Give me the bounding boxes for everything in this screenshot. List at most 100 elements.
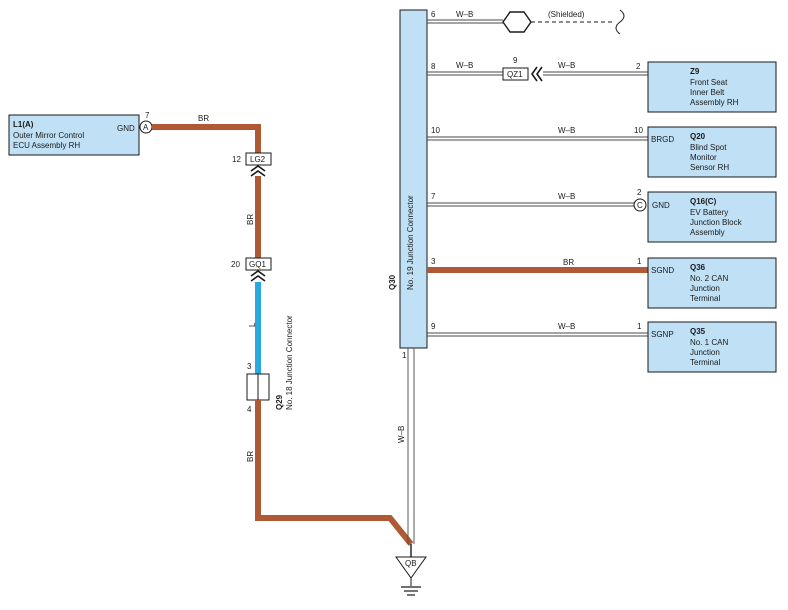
component-q30-box — [399, 9, 428, 349]
component-q36-box — [647, 257, 777, 309]
component-l1-line1: Outer Mirror Control — [13, 131, 84, 140]
wire-pin8-left-label: W–B — [456, 61, 473, 70]
component-q35-line1: No. 1 CAN — [690, 338, 728, 347]
component-q35-pin: 1 — [637, 322, 642, 331]
component-q29: 3 4 Q29 No. 18 Junction Connector — [246, 315, 294, 414]
component-q36-line2: Junction — [690, 284, 720, 293]
component-q16-pin: 2 — [637, 188, 642, 197]
wire-pin7-label: W–B — [558, 192, 575, 201]
component-z9-pin: 2 — [636, 62, 641, 71]
component-q20: BRGD Q20 Blind Spot Monitor Sensor RH — [647, 126, 777, 178]
component-q16-line1: EV Battery — [690, 208, 728, 217]
component-q36-pin: 1 — [637, 257, 642, 266]
component-q20-terminal: BRGD — [651, 135, 674, 144]
wire-pin6-line — [427, 19, 503, 24]
component-q16-id: Q16(C) — [690, 197, 717, 206]
component-q29-desc: No. 18 Junction Connector — [285, 315, 294, 410]
wire-pin10-label: W–B — [558, 126, 575, 135]
component-q30: Q30 No. 19 Junction Connector — [388, 9, 428, 349]
component-q20-line1: Blind Spot — [690, 143, 727, 152]
wire-pin6: 6 W–B (Shielded) — [427, 9, 625, 35]
wire-pin8-right — [543, 71, 648, 76]
component-q16-line3: Assembly — [690, 228, 725, 237]
ground-marker-a-label: A — [143, 123, 149, 132]
component-q29-pin-bottom: 4 — [247, 405, 252, 414]
component-q35-line2: Junction — [690, 348, 720, 357]
wire-pin10: 10 W–B 10 — [427, 126, 648, 141]
wire-pin8-right-label: W–B — [558, 61, 575, 70]
component-z9-line1: Front Seat — [690, 78, 728, 87]
component-l1: L1(A) Outer Mirror Control ECU Assembly … — [8, 111, 153, 156]
q30-pin-3: 3 — [431, 257, 436, 266]
component-l1-pin: 7 — [145, 111, 150, 120]
component-q36-id: Q36 — [690, 263, 706, 272]
wire-q29-ground — [255, 400, 414, 546]
component-q35: SGNP Q35 No. 1 CAN Junction Terminal — [647, 321, 777, 373]
wire-pin9-label: W–B — [558, 322, 575, 331]
component-z9-line2: Inner Belt — [690, 88, 725, 97]
inline-connector-gq1-box — [245, 257, 272, 271]
inline-connector-lg2-box — [245, 152, 272, 166]
wire-pin3: 3 BR 1 — [427, 257, 648, 273]
component-q20-box — [647, 126, 777, 178]
component-q30-desc: No. 19 Junction Connector — [406, 195, 415, 290]
component-q16: GND Q16(C) EV Battery Junction Block Ass… — [647, 191, 777, 243]
inline-connector-qz1-id: QZ1 — [507, 70, 523, 79]
ground-marker-c — [633, 198, 647, 212]
wire-pin10-line — [427, 136, 648, 141]
wire-pin9: 9 W–B 1 — [427, 322, 648, 337]
component-q36-terminal: SGND — [651, 266, 674, 275]
component-q35-line3: Terminal — [690, 358, 720, 367]
wire-pin8: 8 W–B QZ1 9 W–B 2 — [427, 56, 648, 82]
chevron-left-icon — [531, 66, 543, 82]
shield-label: (Shielded) — [548, 10, 585, 19]
component-q35-id: Q35 — [690, 327, 706, 336]
component-q20-pin: 10 — [634, 126, 643, 135]
wire-q30-ground — [407, 348, 415, 544]
wire-lg2-gq1-label: BR — [246, 214, 255, 225]
shield-icon — [502, 11, 532, 33]
q30-pin-6: 6 — [431, 10, 436, 19]
inline-connector-gq1: GQ1 20 — [231, 257, 272, 282]
component-q35-box — [647, 321, 777, 373]
inline-connector-qz1-pin: 9 — [513, 56, 518, 65]
wire-l1-lg2 — [152, 124, 261, 153]
component-q30-id: Q30 — [388, 274, 397, 290]
inline-connector-lg2-pin: 12 — [232, 155, 241, 164]
component-q16-line2: Junction Block — [690, 218, 743, 227]
q30-pin-10: 10 — [431, 126, 440, 135]
component-z9-box — [647, 61, 777, 113]
component-z9-line3: Assembly RH — [690, 98, 739, 107]
wire-pin7: 7 W–B 2 C — [427, 188, 647, 212]
component-q35-terminal: SGNP — [651, 330, 674, 339]
wire-pin6-label: W–B — [456, 10, 473, 19]
component-q20-line3: Sensor RH — [690, 163, 729, 172]
wire-l1-label: BR — [198, 114, 209, 123]
ground-qb-label: QB — [405, 559, 417, 568]
inline-connector-lg2-id: LG2 — [250, 155, 266, 164]
component-l1-box — [8, 114, 140, 156]
wire-pin3-label: BR — [563, 258, 574, 267]
ground-marker-c-label: C — [637, 201, 643, 210]
q30-pin-9: 9 — [431, 322, 436, 331]
component-l1-terminal: GND — [117, 124, 135, 133]
wire-q29-ground-label: BR — [246, 451, 255, 462]
component-q36-line3: Terminal — [690, 294, 720, 303]
inline-connector-qz1-box — [502, 67, 529, 81]
component-q20-id: Q20 — [690, 132, 706, 141]
component-q29-id: Q29 — [275, 394, 284, 410]
wire-gq1-q29-label: L — [248, 322, 257, 327]
inline-connector-gq1-id: GQ1 — [249, 260, 266, 269]
ground-qb: QB — [395, 556, 427, 596]
component-q29-pin-top: 3 — [247, 362, 252, 371]
q30-pin-1: 1 — [402, 351, 407, 360]
component-z9: Z9 Front Seat Inner Belt Assembly RH — [647, 61, 777, 113]
wire-pin7-line — [427, 202, 634, 207]
component-q36: SGND Q36 No. 2 CAN Junction Terminal — [647, 257, 777, 309]
chevron-up-icon — [250, 165, 266, 177]
component-l1-id: L1(A) — [13, 120, 34, 129]
component-q36-line1: No. 2 CAN — [690, 274, 728, 283]
component-q16-box — [647, 191, 777, 243]
component-l1-line2: ECU Assembly RH — [13, 141, 80, 150]
